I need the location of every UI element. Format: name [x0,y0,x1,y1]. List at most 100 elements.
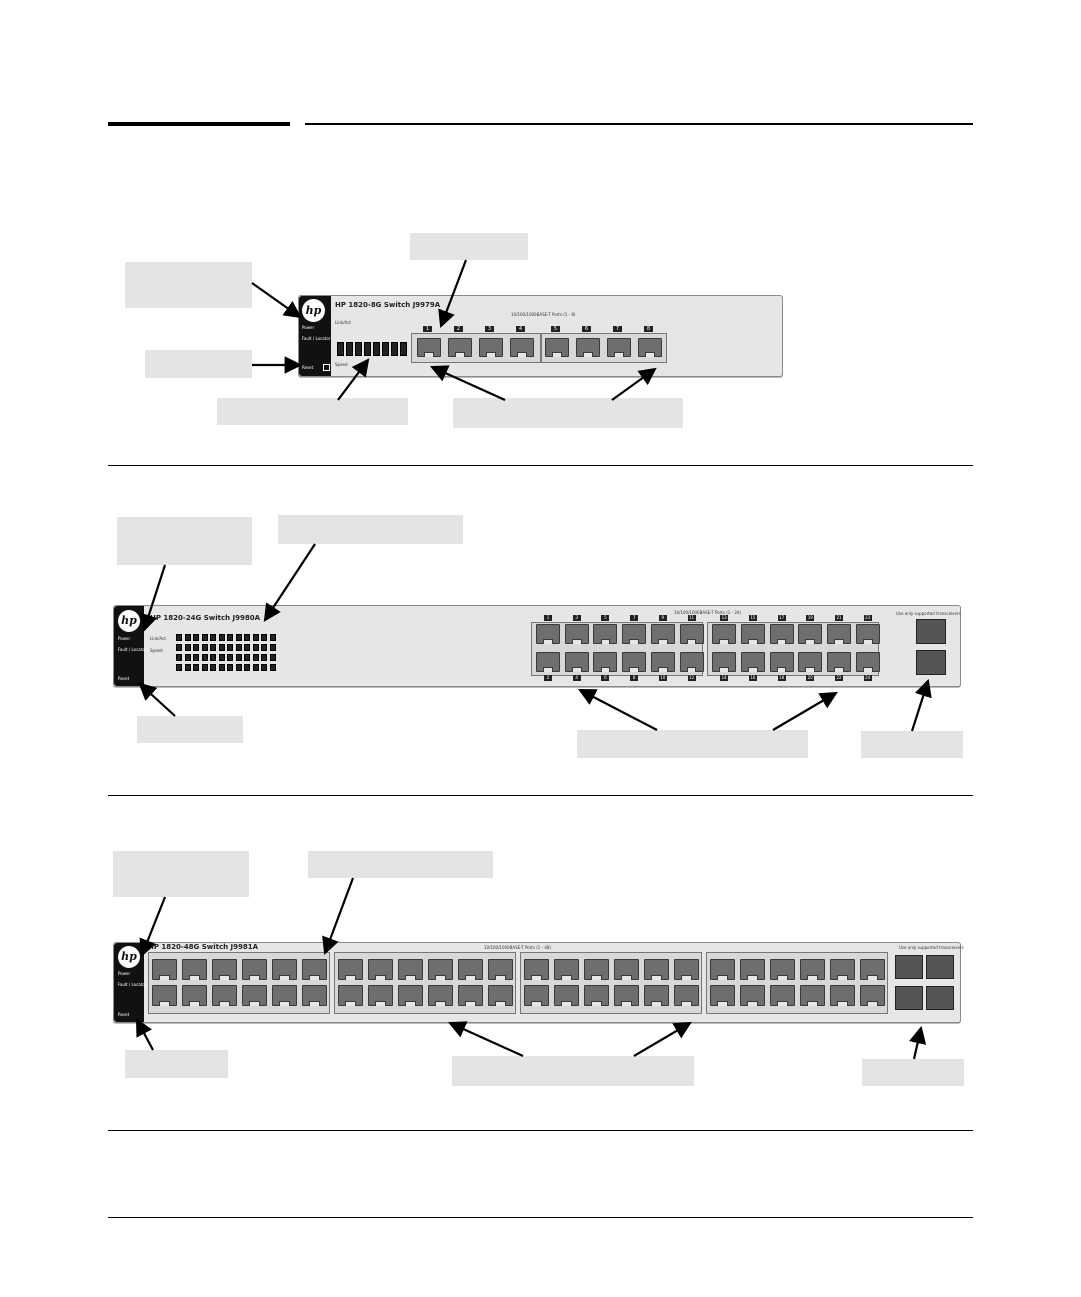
rj45-port[interactable] [428,959,453,980]
rj45-port[interactable] [712,624,737,645]
rj45-port[interactable] [800,985,825,1006]
rj45-port[interactable] [650,624,675,645]
rj45-port[interactable] [769,624,794,645]
rj45-port[interactable] [524,985,549,1006]
rj45-port[interactable] [545,338,569,357]
rj45-port[interactable] [448,338,472,357]
rj45-port[interactable] [769,652,794,673]
rj45-port[interactable] [576,338,600,357]
rj45-port[interactable] [488,985,513,1006]
rj45-port[interactable] [740,652,765,673]
rj45-port[interactable] [650,652,675,673]
rj45-port[interactable] [368,985,393,1006]
rj45-port[interactable] [740,985,765,1006]
rj45-port[interactable] [182,959,207,980]
rj45-port[interactable] [338,985,363,1006]
port-led [269,654,276,661]
rj45-port[interactable] [272,985,297,1006]
rj45-port[interactable] [614,985,639,1006]
rj45-port[interactable] [302,959,327,980]
rj45-port[interactable] [212,985,237,1006]
rj45-port[interactable] [798,652,823,673]
port-led [252,644,259,651]
rj45-port[interactable] [855,652,880,673]
rj45-port[interactable] [614,959,639,980]
rj45-port[interactable] [428,985,453,1006]
rj45-port[interactable] [479,338,503,357]
rj45-port[interactable] [242,985,267,1006]
rj45-port[interactable] [584,959,609,980]
rj45-port[interactable] [860,985,885,1006]
rj45-port[interactable] [644,985,669,1006]
rj45-port[interactable] [536,652,560,673]
rj45-port[interactable] [855,624,880,645]
front-strip: hp Power Fault / Locator Reset [114,606,146,686]
rj45-port[interactable] [710,985,735,1006]
rj45-port[interactable] [770,985,795,1006]
rj45-port[interactable] [564,652,589,673]
rj45-port[interactable] [458,985,483,1006]
rj45-port[interactable] [674,959,699,980]
rj45-port[interactable] [593,652,618,673]
rj45-port[interactable] [152,985,177,1006]
reset-label: Reset [302,365,314,370]
rj45-port[interactable] [152,959,177,980]
rj45-port[interactable] [674,985,699,1006]
sfp-port[interactable] [895,955,923,979]
rj45-port[interactable] [182,985,207,1006]
rj45-port[interactable] [398,959,423,980]
power-fault-callout [117,517,252,565]
sfp-port[interactable] [895,986,923,1010]
rj45-port[interactable] [740,624,765,645]
rj45-port[interactable] [679,624,704,645]
rj45-port[interactable] [644,959,669,980]
rj45-port[interactable] [740,959,765,980]
sfp-port[interactable] [916,619,946,644]
rj45-port[interactable] [830,985,855,1006]
sfp-port[interactable] [926,955,954,979]
rj45-port[interactable] [800,959,825,980]
rj45-port[interactable] [488,959,513,980]
reset-label: Reset [118,1012,130,1017]
rj45-port[interactable] [622,624,647,645]
rj45-port[interactable] [272,959,297,980]
rj45-port[interactable] [798,624,823,645]
rj45-port[interactable] [827,624,851,645]
rj45-port[interactable] [607,338,631,357]
rj45-port[interactable] [638,338,662,357]
rj45-port[interactable] [212,959,237,980]
rj45-port[interactable] [830,959,855,980]
rj45-port[interactable] [770,959,795,980]
reset-button[interactable] [323,364,330,371]
rj45-port[interactable] [510,338,534,357]
rj45-port[interactable] [584,985,609,1006]
sfp-port[interactable] [926,986,954,1010]
rj45-port[interactable] [712,652,737,673]
rj45-port[interactable] [564,624,589,645]
sfp-port[interactable] [916,650,946,675]
rj45-port[interactable] [368,959,393,980]
rj45-port[interactable] [827,652,851,673]
port-number-label: 5 [601,615,610,621]
rj45-port[interactable] [536,624,560,645]
rj45-port[interactable] [554,959,579,980]
rj45-port[interactable] [860,959,885,980]
port-led [400,342,407,356]
rj45-port[interactable] [593,624,618,645]
rj45-port[interactable] [302,985,327,1006]
rj45-port[interactable] [679,652,704,673]
rj45-port[interactable] [458,959,483,980]
port-number-label: 10 [658,675,667,681]
rj45-port[interactable] [524,959,549,980]
rj45-port[interactable] [554,985,579,1006]
rj45-port[interactable] [242,959,267,980]
rj45-port[interactable] [338,959,363,980]
arrow [135,1018,154,1051]
port-led [227,654,233,661]
rj45-port[interactable] [710,959,735,980]
rj45-port[interactable] [622,652,647,673]
rj45-port[interactable] [398,985,423,1006]
port-number-label: 2 [454,326,463,332]
port-led [210,664,216,671]
rj45-port[interactable] [417,338,441,357]
